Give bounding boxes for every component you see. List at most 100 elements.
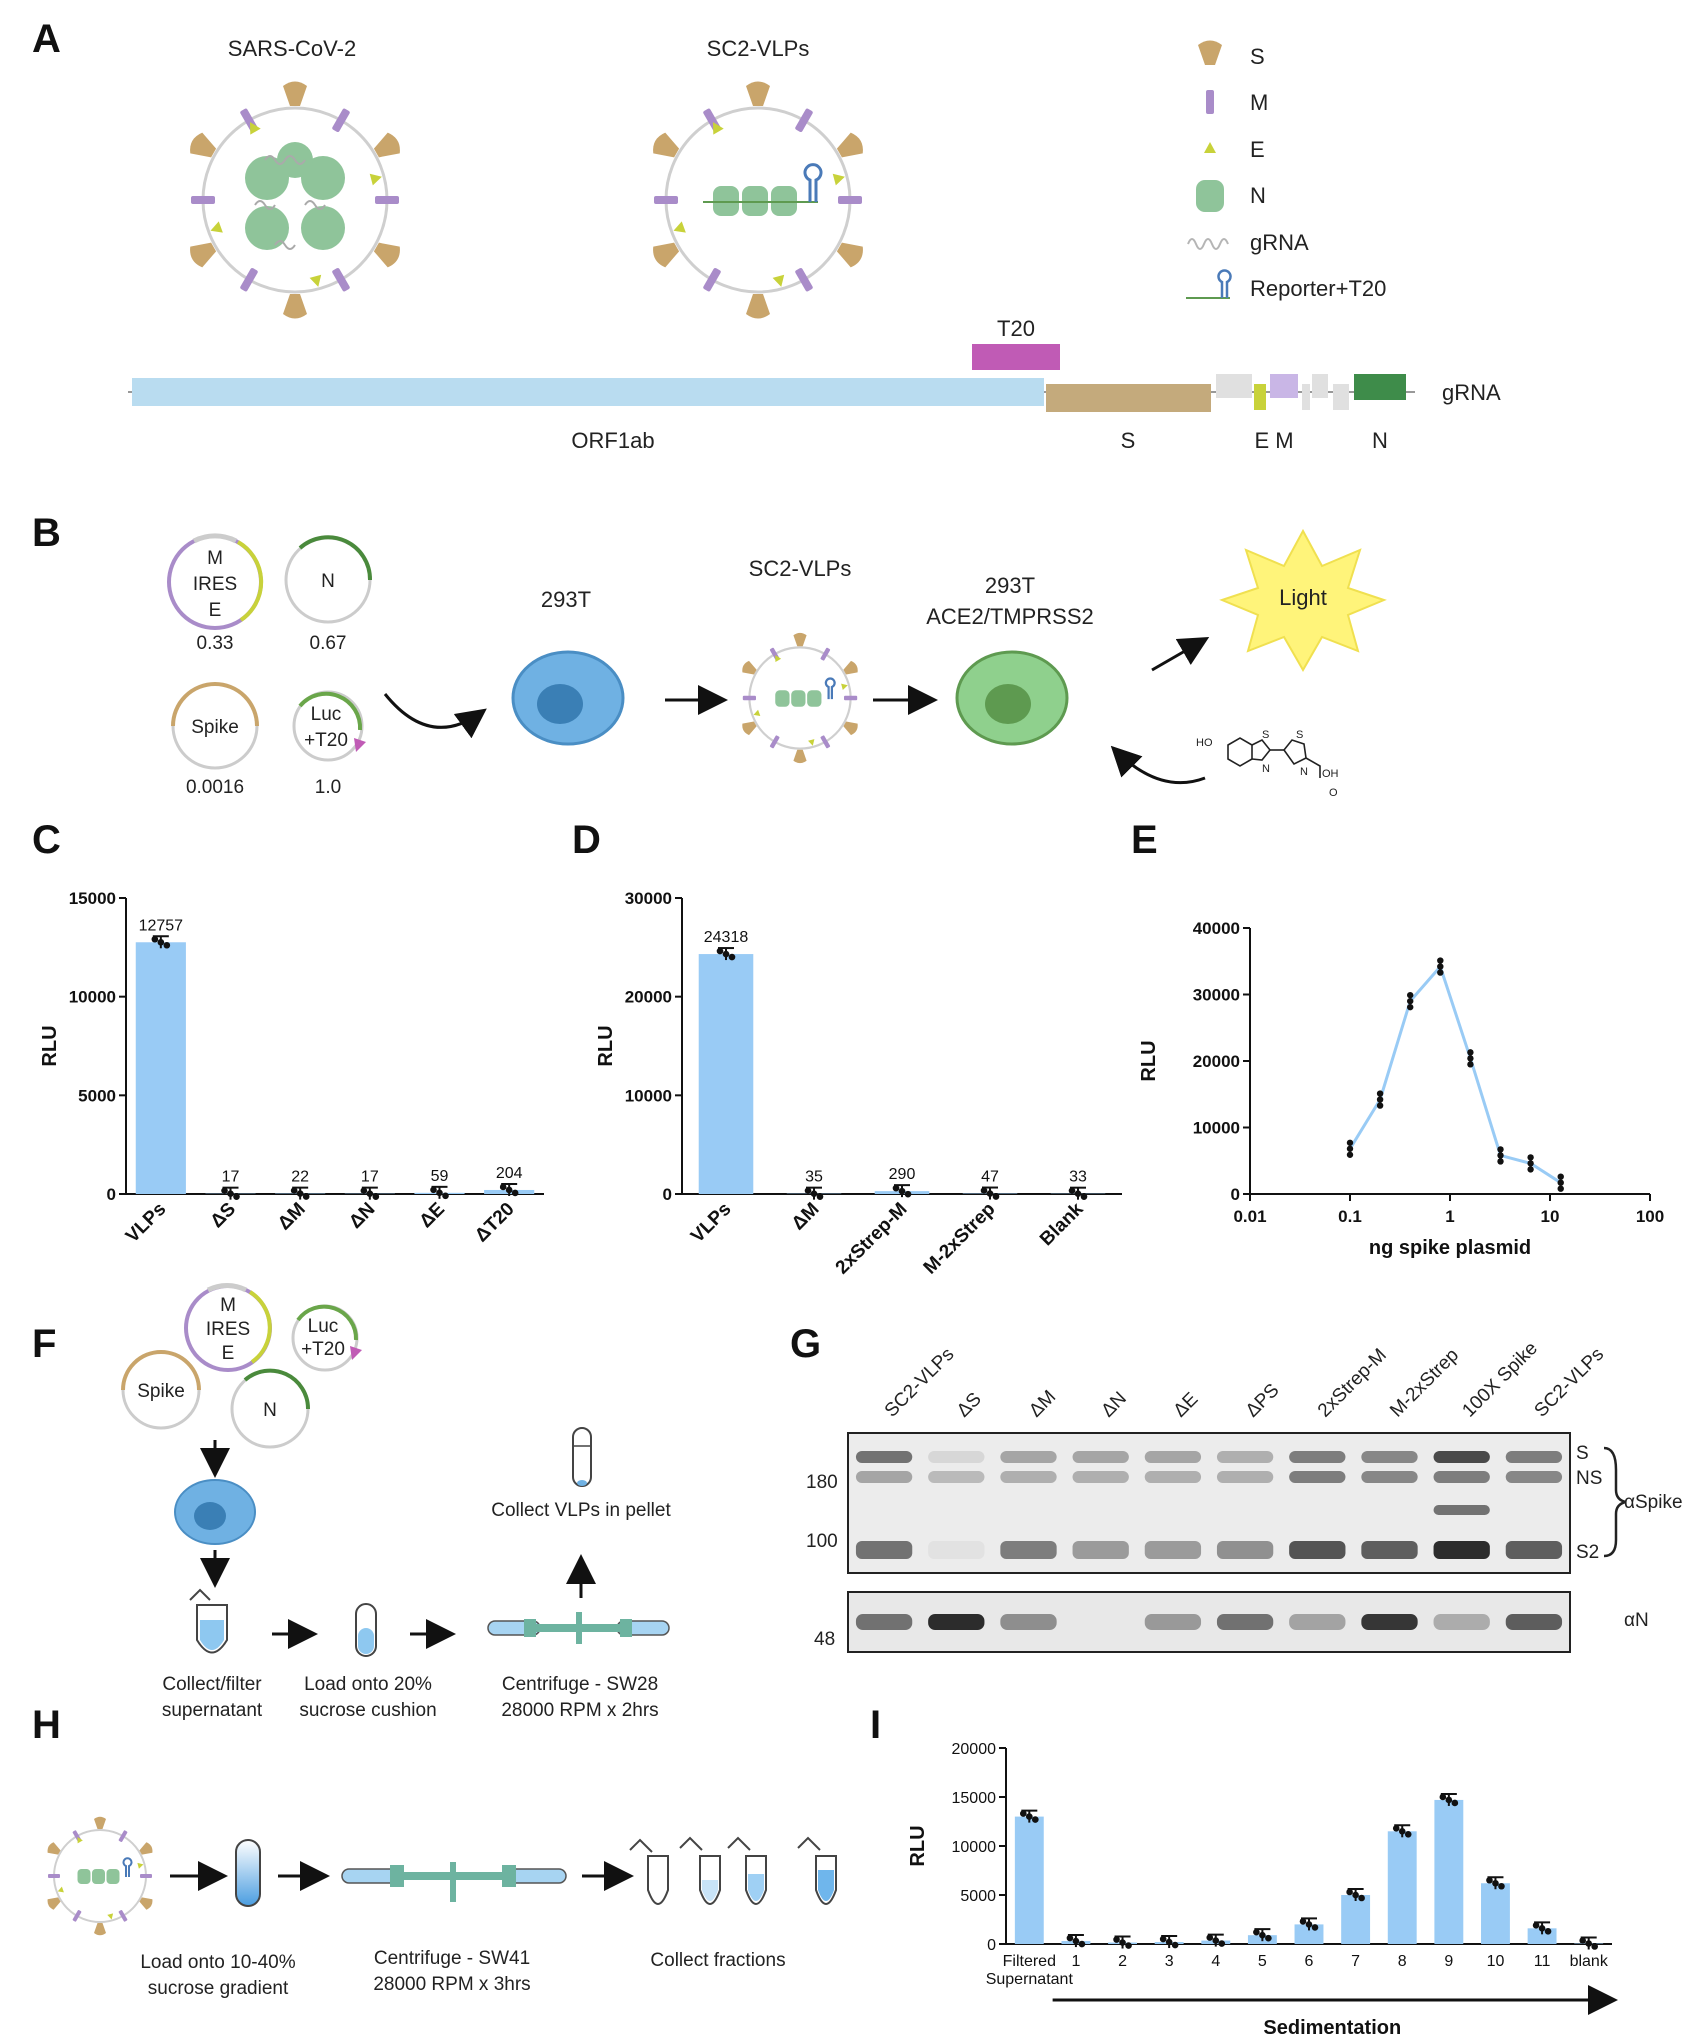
data-point — [1080, 1193, 1088, 1200]
data-point — [980, 1187, 988, 1194]
svg-text:N: N — [1262, 763, 1270, 775]
light-burst-icon — [1219, 528, 1387, 673]
data-point — [1119, 1939, 1126, 1946]
plasmid-luc-icon: Luc +T20 — [292, 690, 366, 762]
mw-marker: 100 — [806, 1531, 838, 1552]
category-label: ΔM — [788, 1199, 824, 1235]
blot-bands — [855, 1451, 1563, 1630]
step-label: Load onto 20% — [304, 1674, 432, 1695]
membrane-protein-icon — [702, 267, 722, 293]
data-point — [1407, 1003, 1414, 1011]
value-label: 290 — [889, 1166, 916, 1183]
data-point — [430, 1186, 437, 1194]
data-point — [1486, 1876, 1493, 1884]
membrane-protein-icon — [844, 695, 858, 701]
value-label: 17 — [361, 1169, 379, 1186]
blot-band — [1144, 1541, 1202, 1559]
blot-band — [855, 1541, 913, 1559]
data-point — [1299, 1918, 1307, 1925]
value-label: 204 — [496, 1165, 523, 1182]
category-label: Filtered — [1003, 1953, 1056, 1970]
blot-band — [1289, 1451, 1346, 1463]
cell-293t-icon — [511, 650, 625, 746]
blot-band — [1144, 1471, 1202, 1483]
data-point — [436, 1189, 443, 1197]
svg-text:S: S — [1262, 729, 1269, 741]
value-label: 47 — [981, 1169, 999, 1186]
envelope-protein-icon — [832, 170, 847, 186]
envelope-protein-icon — [772, 274, 788, 289]
light-label: Light — [1279, 585, 1327, 610]
step-label: 28000 RPM x 3hrs — [373, 1974, 530, 1995]
lane-label: SC2-VLPs — [881, 1344, 959, 1422]
s-label: S — [1121, 428, 1136, 453]
category-label: 8 — [1398, 1953, 1407, 1970]
membrane-protein-icon — [820, 735, 831, 749]
x-tick-label: 0.01 — [1233, 1207, 1266, 1226]
data-point — [1407, 997, 1414, 1005]
antibody-label: αSpike — [1624, 1492, 1683, 1513]
legend-item-m: M — [1206, 90, 1268, 115]
orf6-gene — [1302, 384, 1310, 410]
data-point — [1492, 1879, 1499, 1887]
y-tick-label: 5000 — [960, 1888, 996, 1905]
blot-band — [1505, 1541, 1563, 1559]
spike-protein-icon — [649, 130, 683, 164]
blot-band — [1505, 1451, 1563, 1463]
data-point — [360, 1187, 368, 1194]
legend: S M E N gRNA Reporter+T20 — [1186, 40, 1386, 301]
ratio-luc: 1.0 — [315, 777, 341, 798]
spike-protein-icon — [370, 236, 404, 270]
lane-label: 100X Spike — [1458, 1338, 1542, 1422]
data-point — [1358, 1894, 1365, 1902]
membrane-protein-icon — [331, 267, 351, 293]
panel-label-c: C — [32, 818, 61, 862]
membrane-protein-icon — [820, 647, 831, 661]
bar — [1014, 1816, 1044, 1944]
panel-label-e: E — [1131, 818, 1158, 862]
data-point — [505, 1186, 513, 1194]
orf3a-gene — [1216, 374, 1252, 398]
plasmid-text: +T20 — [304, 730, 348, 751]
step-label: sucrose cushion — [299, 1700, 436, 1721]
data-point — [1591, 1943, 1598, 1950]
data-point — [1437, 963, 1444, 970]
step-label: supernatant — [162, 1700, 263, 1721]
data-point — [892, 1184, 900, 1192]
arrow-icon — [1151, 637, 1210, 672]
category-label: VLPs — [122, 1199, 170, 1247]
blot-band — [928, 1541, 985, 1559]
spike-protein-icon — [186, 236, 220, 270]
legend-label: S — [1250, 44, 1265, 69]
pellet-tube-icon — [572, 1427, 592, 1487]
data-point — [1557, 1179, 1564, 1186]
blot-band — [928, 1471, 985, 1483]
membrane-protein-icon — [794, 267, 814, 293]
plasmid-text: Spike — [191, 717, 239, 738]
y-tick-label: 0 — [107, 1185, 116, 1204]
legend-item-reporter: Reporter+T20 — [1186, 269, 1386, 301]
blot-band — [1361, 1614, 1418, 1630]
step-label: Collect/filter — [162, 1674, 262, 1695]
data-point — [904, 1190, 912, 1198]
category-label: 2xStrep-M — [832, 1199, 912, 1279]
n-gene — [1354, 374, 1406, 400]
panel-label-g: G — [790, 1322, 821, 1366]
y-tick-label: 20000 — [1193, 1052, 1240, 1071]
sc2-vlps-label: SC2-VLPs — [749, 556, 852, 581]
m-gene — [1270, 374, 1298, 398]
data-point — [233, 1193, 240, 1200]
cell-ace2-label-2: ACE2/TMPRSS2 — [926, 604, 1094, 629]
blot-band — [1289, 1614, 1346, 1630]
cell-ace2-icon — [955, 650, 1069, 746]
data-point — [1346, 1139, 1354, 1146]
blot-band — [1000, 1451, 1057, 1463]
category-label: Supernatant — [986, 1971, 1074, 1988]
x-tick-label: 1 — [1445, 1207, 1454, 1226]
spike-protein-icon — [793, 632, 807, 647]
mw-marker: 180 — [806, 1472, 838, 1493]
membrane-icon — [1206, 90, 1214, 114]
plasmid-n-icon: N — [284, 535, 373, 624]
data-point — [499, 1183, 507, 1191]
plasmid-mie-icon: M IRES E — [184, 1282, 272, 1372]
